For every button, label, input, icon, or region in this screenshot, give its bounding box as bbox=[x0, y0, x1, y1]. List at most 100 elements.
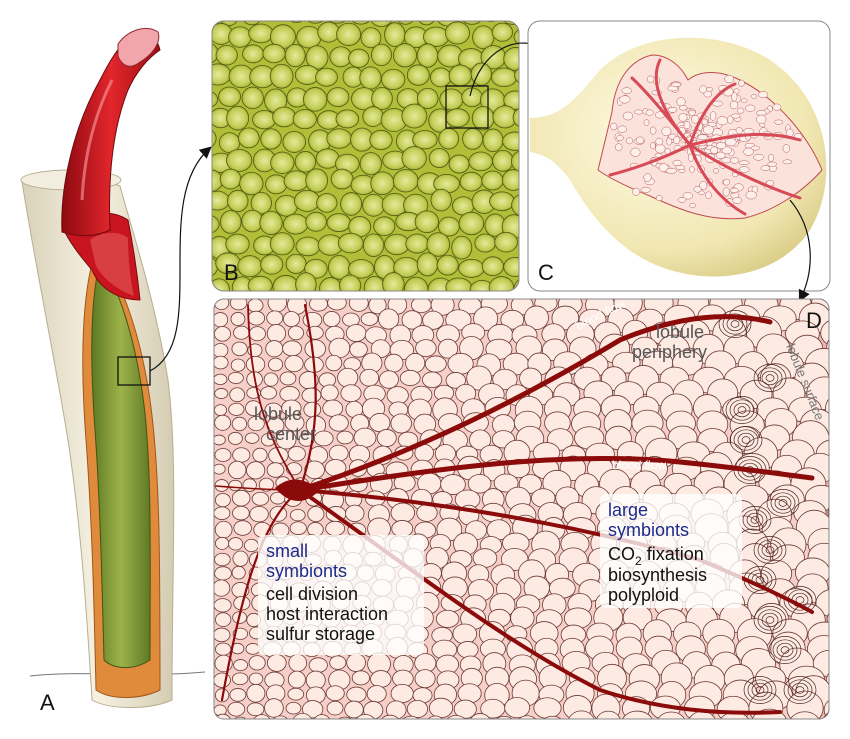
symbiont-cell bbox=[410, 299, 432, 313]
symbiont-cell bbox=[826, 666, 829, 695]
symbiont-cell bbox=[540, 715, 565, 719]
bacteriocyte bbox=[481, 170, 504, 191]
bacteriocyte bbox=[448, 154, 470, 174]
bacteriocyte bbox=[316, 193, 338, 213]
bacteriocyte bbox=[492, 149, 514, 172]
symbiont-cell bbox=[812, 649, 829, 678]
symbiont-cell bbox=[650, 142, 656, 150]
symbiont-cell bbox=[233, 659, 248, 672]
bacteriocyte bbox=[295, 236, 321, 257]
symbiont-cell bbox=[232, 447, 251, 463]
symbiont-cell bbox=[682, 192, 693, 200]
bacteriocyte bbox=[415, 21, 438, 26]
symbiont-cell bbox=[693, 186, 702, 193]
symbiont-cell bbox=[233, 520, 252, 536]
symbiont-cell bbox=[830, 362, 850, 394]
bacteriocyte bbox=[494, 231, 518, 253]
bacteriocyte bbox=[459, 21, 485, 25]
large-symbiont-whorl bbox=[772, 639, 798, 661]
blood-vessel bbox=[688, 143, 747, 216]
symbiont-cell bbox=[325, 520, 346, 537]
bacteriocyte bbox=[436, 254, 459, 276]
bacteriocyte bbox=[392, 169, 419, 193]
bacteriocyte bbox=[260, 254, 284, 275]
symbiont-cell bbox=[214, 493, 231, 508]
symbiont-cell bbox=[671, 82, 682, 87]
symbiont-cell bbox=[691, 114, 700, 124]
bacteriocyte bbox=[228, 26, 252, 48]
bacteriocyte bbox=[212, 255, 219, 278]
symbiont-cell bbox=[384, 353, 404, 373]
large-symbiont-whorl bbox=[741, 436, 751, 444]
symbiont-cell bbox=[247, 299, 264, 313]
panel-label-a: A bbox=[40, 690, 55, 715]
symbiont-cell bbox=[246, 702, 265, 717]
large-symbiont-whorl bbox=[778, 499, 788, 507]
symbiont-cell bbox=[782, 144, 791, 153]
bacteriocyte bbox=[250, 191, 272, 215]
bacteriocyte bbox=[317, 21, 341, 43]
symbiont-cell bbox=[445, 372, 466, 389]
blood-vessel bbox=[247, 304, 301, 491]
panel-c-lobule: C bbox=[527, 20, 831, 292]
symbiont-cell bbox=[287, 325, 304, 341]
symbiont-cell bbox=[675, 165, 686, 170]
symbiont-cell bbox=[320, 384, 339, 402]
symbiont-cell bbox=[689, 203, 696, 209]
plume-tip bbox=[117, 28, 160, 67]
bacteriocyte bbox=[384, 22, 406, 48]
small-symbionts-item: sulfur storage bbox=[266, 624, 375, 644]
symbiont-cell bbox=[831, 556, 850, 589]
symbiont-cell bbox=[304, 460, 325, 480]
bacteriocyte bbox=[285, 253, 307, 274]
symbiont-cell bbox=[230, 312, 246, 327]
symbiont-cell bbox=[229, 688, 247, 702]
bacteriocyte bbox=[426, 232, 451, 257]
symbiont-cell bbox=[721, 146, 732, 155]
symbiont-cell bbox=[214, 506, 231, 520]
symbiont-cell bbox=[738, 160, 750, 165]
symbiont-cell bbox=[390, 502, 416, 523]
symbiont-cell bbox=[756, 110, 767, 116]
symbiont-cell bbox=[469, 713, 492, 719]
symbiont-cell bbox=[466, 365, 492, 391]
bacteriocyte bbox=[226, 148, 253, 172]
bacteriocyte bbox=[369, 129, 393, 151]
symbiont-cell bbox=[643, 173, 652, 182]
symbiont-cell bbox=[697, 134, 708, 141]
bacteriocyte bbox=[479, 21, 503, 23]
bacteriocyte bbox=[237, 255, 263, 278]
large-symbiont-whorl bbox=[753, 536, 787, 564]
symbiont-cell bbox=[713, 168, 719, 174]
bacteriocyte bbox=[305, 168, 328, 193]
symbiont-cell bbox=[444, 715, 468, 719]
large-symbiont-whorl bbox=[746, 512, 764, 528]
symbiont-cell bbox=[345, 504, 365, 523]
symbiont-cell bbox=[687, 710, 718, 719]
connector-a-to-b bbox=[149, 146, 212, 372]
symbiont-cell bbox=[214, 520, 233, 539]
symbiont-cell bbox=[699, 85, 708, 94]
symbiont-cell bbox=[688, 109, 696, 116]
symbiont-cell bbox=[214, 326, 231, 342]
symbiont-cell bbox=[360, 312, 379, 326]
symbiont-cell bbox=[214, 355, 229, 370]
symbiont-cell bbox=[244, 432, 260, 444]
bacteriocyte bbox=[444, 21, 471, 45]
symbiont-cell bbox=[595, 710, 622, 719]
symbiont-cell bbox=[725, 138, 737, 147]
symbiont-cell bbox=[437, 338, 459, 359]
symbiont-cell bbox=[245, 355, 266, 373]
symbiont-cell bbox=[287, 687, 305, 701]
bacteriocyte bbox=[239, 171, 264, 196]
bacteriocyte bbox=[405, 233, 429, 254]
symbiont-cell bbox=[334, 716, 356, 719]
symbiont-cell bbox=[654, 152, 663, 158]
symbiont-cell bbox=[214, 434, 226, 446]
symbiont-cell bbox=[782, 159, 793, 165]
bacteriocyte bbox=[240, 21, 264, 26]
bacteriocyte bbox=[502, 131, 519, 151]
symbiont-cell bbox=[252, 447, 268, 463]
bacteriocyte bbox=[330, 168, 354, 190]
bacteriocyte bbox=[451, 235, 473, 260]
